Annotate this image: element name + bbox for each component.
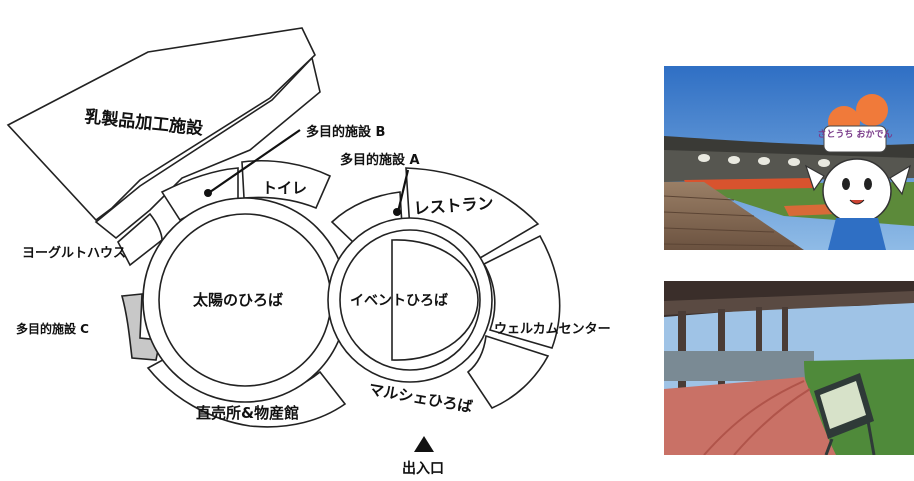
marche-plaza-label: マルシェひろば <box>367 380 474 416</box>
multipurpose-b-label: 多目的施設 B <box>306 124 385 140</box>
multipurpose-b-leader <box>209 129 301 193</box>
sun-plaza-label: 太陽のひろば <box>193 291 283 309</box>
facility-map: 乳製品加工施設 多目的施設 B 多目的施設 A トイレ レストラン ヨーグルトハ… <box>6 27 611 477</box>
toilet-label: トイレ <box>262 179 307 197</box>
dairy-processing-building[interactable] <box>6 27 316 222</box>
yogurt-house-label: ヨーグルトハウス <box>22 245 126 261</box>
multipurpose-a-marker <box>393 208 401 216</box>
marche-arc <box>466 334 550 410</box>
multipurpose-b-marker <box>204 189 212 197</box>
multipurpose-a-label: 多目的施設 A <box>340 152 420 168</box>
dairy-wing <box>94 56 321 240</box>
event-plaza-label: イベントひろば <box>350 293 448 309</box>
multipurpose-a-leader <box>396 169 410 213</box>
welcome-center-label: ウェルカムセンター <box>494 322 611 337</box>
multipurpose-c-label: 多目的施設 C <box>16 321 89 336</box>
terrace-photo-bottom <box>664 281 914 455</box>
entrance-arrow-icon <box>414 436 434 452</box>
entrance-label: 出入口 <box>402 460 444 477</box>
direct-sales-label: 直売所&物産館 <box>196 404 299 422</box>
welcome-center-building[interactable] <box>482 234 561 349</box>
plaza-photo-top: さとうち おかでん <box>664 66 914 250</box>
toilet-building[interactable] <box>241 159 332 210</box>
mascot-sign-text: さとうち おかでん <box>817 129 892 140</box>
event-plaza[interactable] <box>391 239 479 361</box>
